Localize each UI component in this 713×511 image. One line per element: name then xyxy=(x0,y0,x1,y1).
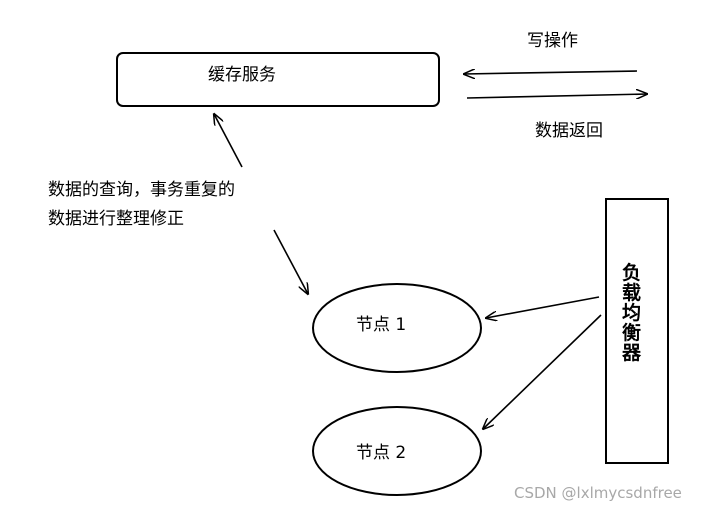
note-line-1: 数据的查询，事务重复的 xyxy=(48,180,235,200)
note-line-2: 数据进行整理修正 xyxy=(48,209,184,229)
write-op-arrow xyxy=(464,71,638,74)
csdn-watermark: CSDN @lxlmycsdnfree xyxy=(514,484,682,502)
cache-service-label: 缓存服务 xyxy=(208,65,276,85)
data-return-label: 数据返回 xyxy=(535,121,603,141)
lb-to-node2-arrow xyxy=(483,314,602,429)
node-2-ellipse xyxy=(312,406,482,496)
load-balancer-char: 器 xyxy=(621,342,642,364)
load-balancer-char: 负 xyxy=(622,261,641,284)
load-balancer-box xyxy=(605,198,669,464)
note-to-node1-arrow xyxy=(273,229,308,294)
load-balancer-char: 载 xyxy=(622,281,641,304)
load-balancer-char: 衡 xyxy=(622,321,641,344)
node-1-label: 节点 1 xyxy=(356,315,406,335)
write-op-label: 写操作 xyxy=(527,31,578,51)
note-to-cache-arrow xyxy=(214,114,243,168)
node-1-ellipse xyxy=(312,283,482,373)
lb-to-node1-arrow xyxy=(486,296,600,318)
node-2-label: 节点 2 xyxy=(356,443,406,463)
data-return-arrow xyxy=(466,94,647,98)
load-balancer-char: 均 xyxy=(622,301,641,324)
cache-service-box xyxy=(116,52,440,107)
